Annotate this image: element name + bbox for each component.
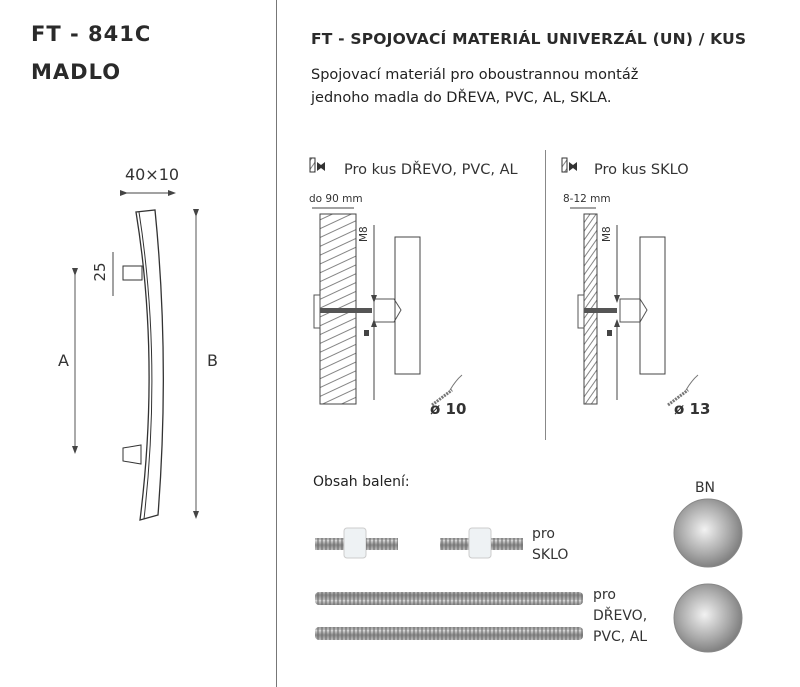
wrench-jaw	[449, 374, 463, 391]
glass-wrench-size: ø 13	[674, 400, 710, 418]
dim-b-label: B	[207, 351, 218, 370]
long-screw-2	[315, 627, 583, 640]
package-drawing: pro SKLO pro DŘEVO, PVC, AL BN	[315, 480, 743, 653]
glass-screw-2	[440, 527, 523, 559]
glass-handle-foot	[619, 298, 648, 323]
glass-screw-label-2: SKLO	[532, 547, 568, 563]
wood-title: Pro kus DŘEVO, PVC, AL	[344, 161, 518, 178]
wood-bolt	[320, 308, 372, 313]
long-screw-1	[315, 592, 583, 605]
product-name: MADLO	[31, 60, 122, 84]
glass-screw-label-1: pro	[532, 526, 555, 542]
wood-thread: M8	[358, 226, 370, 242]
lock-icon	[607, 330, 612, 336]
wood-mount-diagram: Pro kus DŘEVO, PVC, AL do 90 mm M8 ø 10	[309, 157, 518, 418]
wrench-icon	[667, 388, 689, 407]
wood-thickness: do 90 mm	[309, 193, 363, 205]
long-screw-label-1: pro	[593, 587, 616, 603]
section-dimension: 40×10	[125, 165, 179, 184]
section-header: FT - SPOJOVACÍ MATERIÁL UNIVERZÁL (UN) /…	[311, 30, 747, 48]
handle-bar	[135, 209, 164, 521]
wood-handle-foot	[373, 298, 402, 323]
dim-a-label: A	[58, 351, 69, 370]
wrench-icon	[431, 388, 453, 407]
wall-icon	[309, 157, 316, 173]
glass-handle	[639, 236, 666, 375]
bolt-icon	[317, 162, 325, 171]
handle-drawing: 40×10 25 A B	[58, 165, 218, 521]
finish-label: BN	[695, 480, 715, 496]
wood-wrench-size: ø 10	[430, 400, 466, 418]
long-screw-label-2: DŘEVO,	[593, 607, 647, 624]
long-screw-label-3: PVC, AL	[593, 629, 647, 645]
mount-diagrams: Pro kus DŘEVO, PVC, AL do 90 mm M8 ø 10 …	[309, 157, 710, 418]
wood-washer	[313, 294, 321, 329]
panel-divider	[276, 0, 277, 687]
handle-leg-bottom	[122, 444, 142, 465]
cover-disc-2	[673, 583, 743, 653]
lock-icon	[364, 330, 369, 336]
handle-edge	[138, 211, 153, 520]
package-title: Obsah balení:	[313, 474, 410, 490]
description-line-1: Spojovací materiál pro oboustrannou mont…	[311, 67, 639, 83]
bolt-icon	[569, 162, 577, 171]
description-line-2: jednoho madla do DŘEVA, PVC, AL, SKLA.	[311, 90, 612, 106]
wood-handle	[394, 236, 421, 375]
product-code: FT - 841C	[31, 22, 152, 46]
glass-title: Pro kus SKLO	[594, 162, 689, 178]
leg-dimension: 25	[91, 262, 109, 281]
glass-screw-1	[315, 527, 398, 559]
cover-disc-1	[673, 498, 743, 568]
mount-divider	[545, 150, 546, 440]
glass-washer	[577, 294, 585, 329]
glass-icon	[561, 157, 568, 173]
glass-mount-diagram: Pro kus SKLO 8-12 mm M8 ø 13	[561, 157, 710, 418]
glass-bolt	[584, 308, 617, 313]
handle-leg-top	[122, 265, 143, 281]
glass-thread: M8	[601, 226, 613, 242]
wrench-jaw	[685, 374, 699, 391]
glass-thickness: 8-12 mm	[563, 193, 611, 205]
